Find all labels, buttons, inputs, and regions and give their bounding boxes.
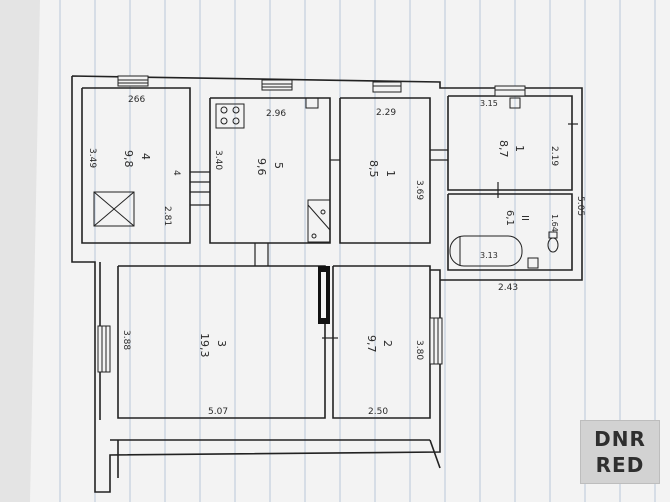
bath-number: II xyxy=(519,215,530,221)
dim-505: 5.05 xyxy=(575,196,585,216)
dim-229: 2.29 xyxy=(376,108,396,118)
room-1a-number: 1 xyxy=(384,170,397,177)
bath-outline xyxy=(447,193,573,271)
dim-388: 3.88 xyxy=(121,330,131,350)
window-left xyxy=(97,325,111,373)
room-3-area: 19,3 xyxy=(198,333,211,358)
room-5-number: 5 xyxy=(272,162,285,169)
stove-icon xyxy=(215,103,245,129)
dimension-labels: 266 2.96 2.29 3.15 3.49 3.40 4 2.81 3.69… xyxy=(87,95,585,417)
dim-507: 5.07 xyxy=(208,407,228,417)
dim-266: 266 xyxy=(128,95,145,105)
room-2-area: 9,7 xyxy=(365,335,378,353)
paper-page xyxy=(30,0,670,502)
watermark-line-1: DNR xyxy=(594,427,646,451)
room-3-number: 3 xyxy=(215,340,228,347)
room-5-area: 9,6 xyxy=(255,158,268,176)
bath-sink-icon xyxy=(527,257,539,269)
room-4-area: 9,8 xyxy=(122,150,135,168)
watermark-line-2: RED xyxy=(595,453,645,477)
dim-164: 1.64 xyxy=(550,214,559,232)
window-right xyxy=(429,317,443,365)
room3-outline xyxy=(117,265,326,419)
room-1b-number: 1 xyxy=(513,145,526,152)
dim-243: 2.43 xyxy=(498,283,518,293)
room1b-outline xyxy=(447,95,573,191)
room-1b-area: 8,7 xyxy=(497,140,510,158)
windows xyxy=(97,75,526,373)
dim-219: 2.19 xyxy=(549,146,559,166)
room-1a-area: 8,5 xyxy=(367,160,380,178)
sink-icon xyxy=(305,97,521,109)
fireplace-icon xyxy=(93,191,135,227)
room1a-outline xyxy=(339,97,431,244)
walls xyxy=(71,75,583,493)
watermark-logo: DNR RED xyxy=(580,420,660,484)
dim-250: 2.50 xyxy=(368,407,388,417)
dim-313: 3.13 xyxy=(480,251,498,260)
room-labels: 4 9,8 5 9,6 1 8,5 1 8,7 II 6,1 3 19,3 2 … xyxy=(122,140,530,358)
dim-349: 3.49 xyxy=(87,148,97,168)
dim-340: 3.40 xyxy=(213,150,223,170)
room2-outline xyxy=(332,265,431,419)
dim-296: 2.96 xyxy=(266,109,286,119)
dim-380: 3.80 xyxy=(414,340,424,360)
room-4-number: 4 xyxy=(139,153,152,160)
dim-315: 3.15 xyxy=(480,99,498,108)
room-2-number: 2 xyxy=(381,340,394,347)
dim-369: 3.69 xyxy=(414,180,424,200)
toilet-icon xyxy=(547,231,559,253)
window-top-4 xyxy=(494,85,526,97)
window-top-2 xyxy=(261,79,293,91)
boiler-icon xyxy=(307,199,331,243)
bathtub-icon xyxy=(449,235,523,267)
bath-area: 6,1 xyxy=(504,210,515,226)
window-top-1 xyxy=(117,75,149,87)
inner-outline xyxy=(81,87,191,244)
dim-281: 2.81 xyxy=(162,206,172,226)
dim-4: 4 xyxy=(171,170,181,176)
room5-outline xyxy=(209,97,331,244)
window-top-3 xyxy=(372,81,402,93)
doors xyxy=(190,123,578,339)
